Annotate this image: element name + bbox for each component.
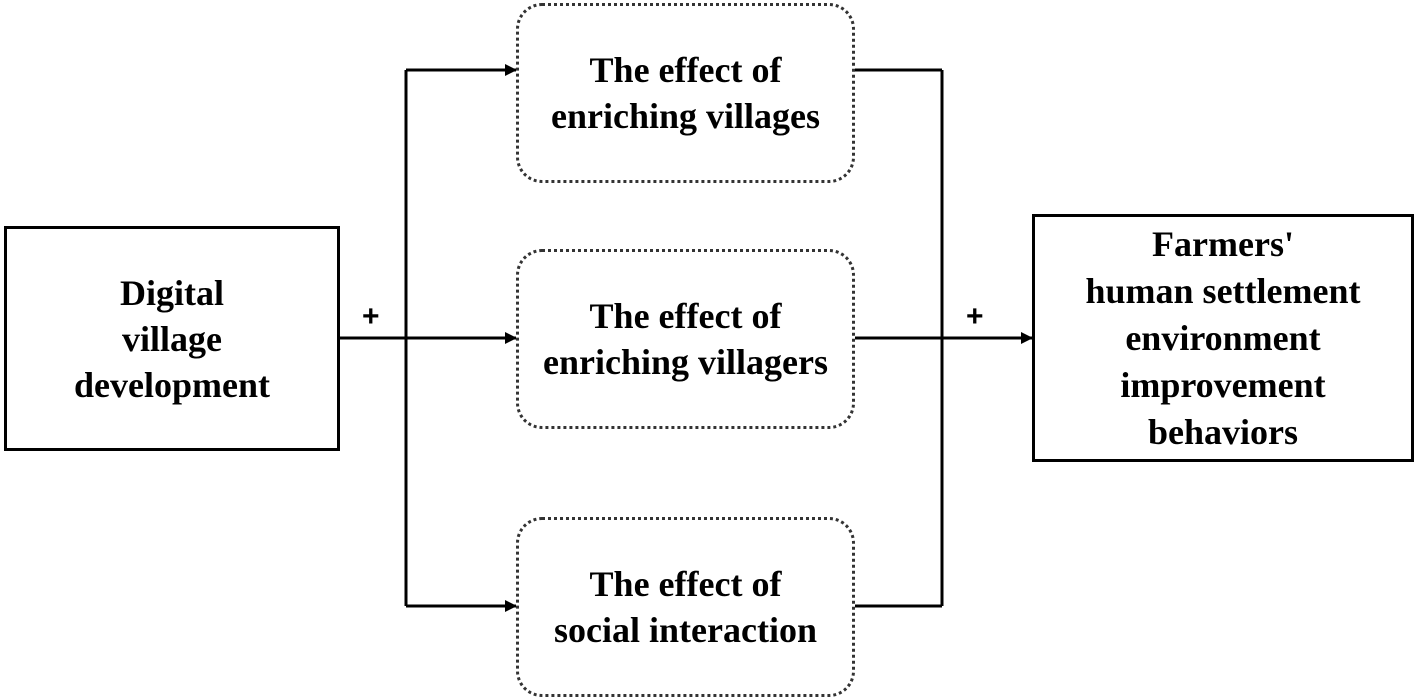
mediator-2-line-2: enriching villagers xyxy=(543,342,828,382)
enriching-villages-mediator: The effect of enriching villages xyxy=(516,3,855,183)
source-line-3: development xyxy=(74,364,270,405)
mediator-2-line-1: The effect of xyxy=(589,296,782,336)
enriching-villagers-mediator: The effect of enriching villagers xyxy=(516,249,855,429)
positive-effect-sign-left: + xyxy=(362,300,380,333)
mediator-1-line-2: enriching villages xyxy=(551,96,820,136)
source-line-1: Digital xyxy=(120,272,224,313)
outcome-line-1: Farmers' xyxy=(1152,223,1294,264)
mediator-3-line-2: social interaction xyxy=(554,610,817,650)
outcome-line-5: behaviors xyxy=(1147,411,1298,452)
positive-effect-sign-right: + xyxy=(966,300,984,333)
outcome-line-4: improvement xyxy=(1120,364,1326,405)
outcome-line-2: human settlement xyxy=(1085,270,1361,311)
mediator-1-line-1: The effect of xyxy=(589,50,782,90)
human-settlement-behaviors-box: Farmers' human settlement environment im… xyxy=(1032,214,1414,462)
outcome-line-3: environment xyxy=(1125,317,1321,358)
mediator-3-line-1: The effect of xyxy=(589,564,782,604)
digital-village-development-box: Digital village development xyxy=(4,226,340,451)
source-line-2: village xyxy=(122,318,222,359)
social-interaction-mediator: The effect of social interaction xyxy=(516,517,855,697)
